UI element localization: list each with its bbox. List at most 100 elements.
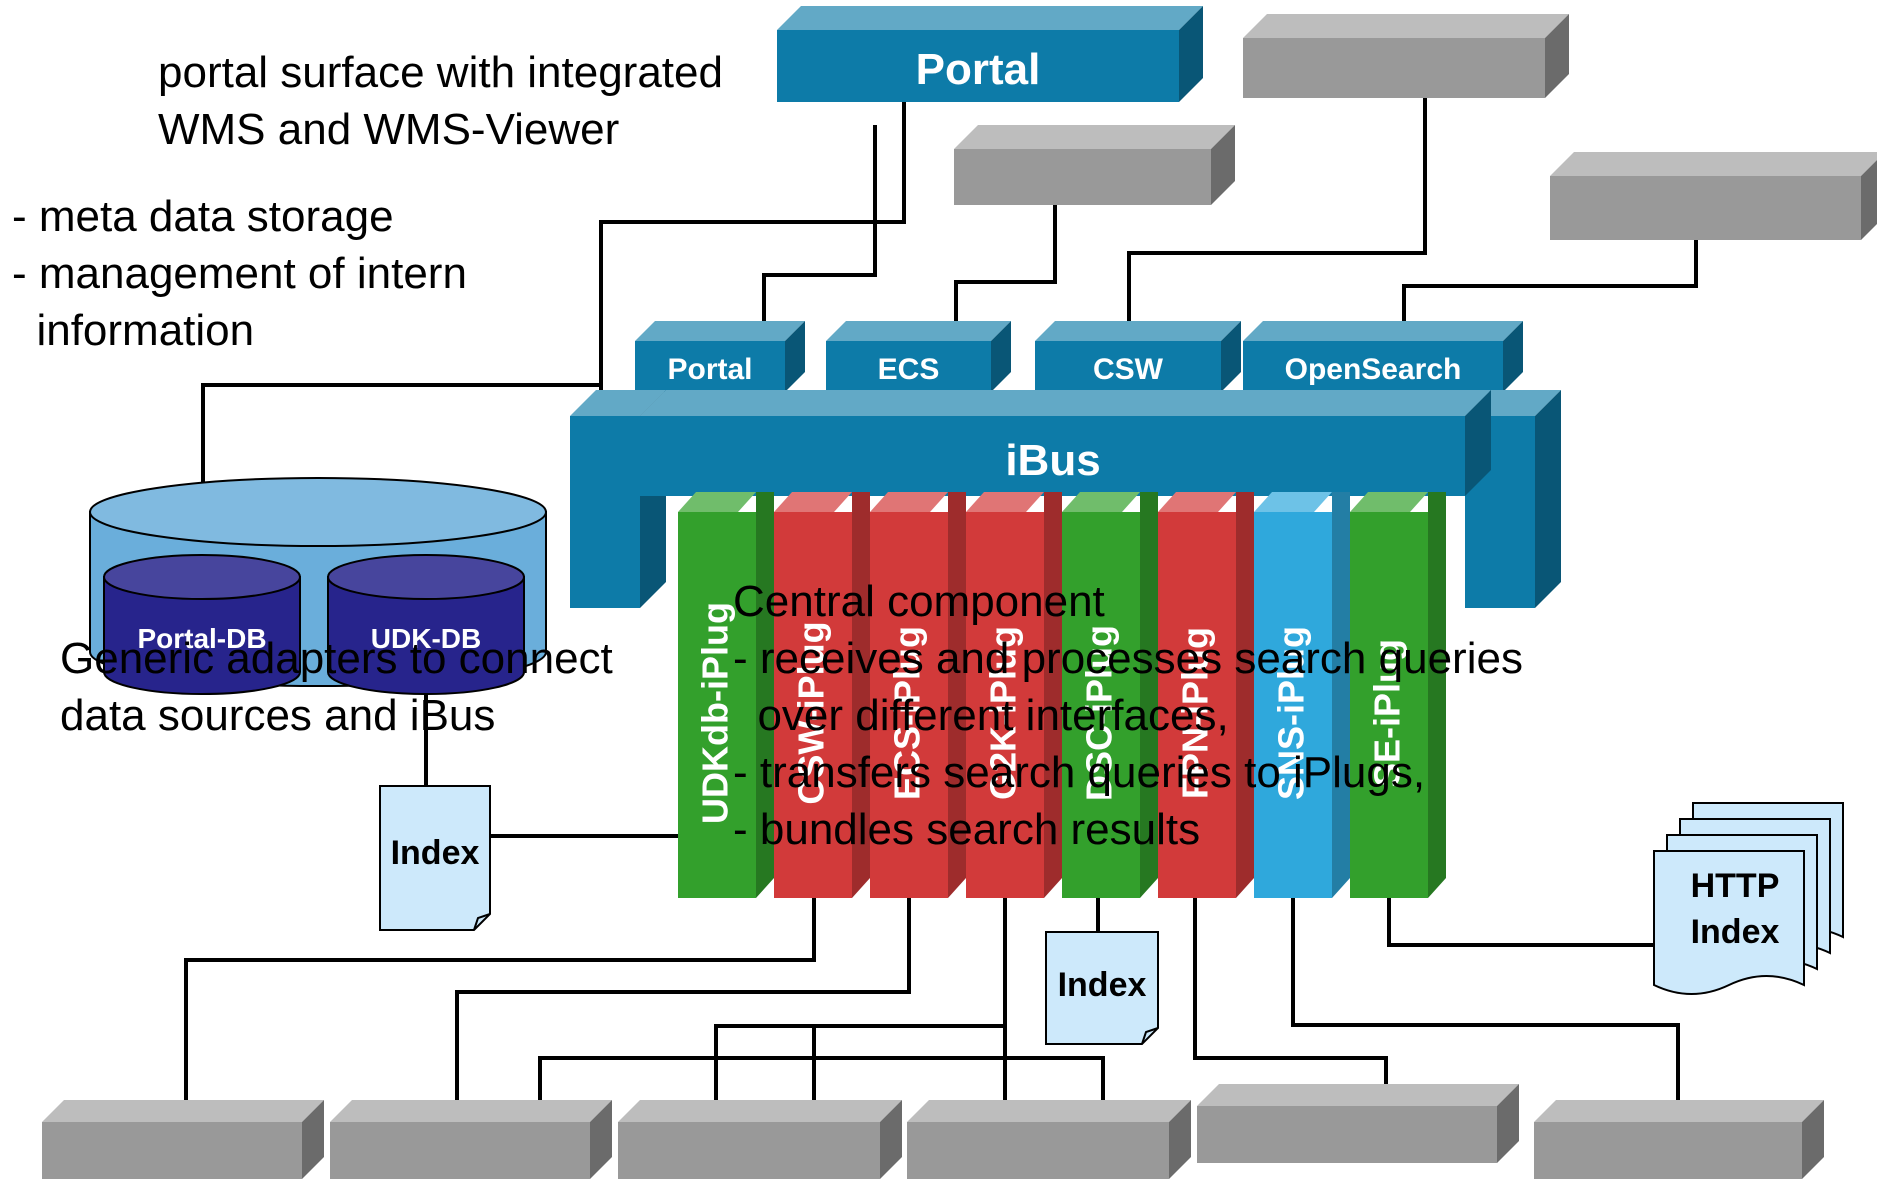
index-documents [379,785,1844,1045]
database-cylinder [103,554,301,695]
index-label: Index [1058,966,1147,1004]
iplug-column [678,492,774,898]
connector-line [762,125,877,341]
iplug-column [966,492,1062,898]
interface-box-side-face [1503,321,1523,392]
connector-line [714,1024,1005,1122]
external-system-box-top-face [1534,1100,1824,1122]
external-system-box [42,1100,324,1179]
portal-top-label: Portal [916,45,1041,94]
database-cylinder-body [103,576,301,695]
external-system-box [1197,1084,1519,1163]
ibus-bar-front-face [640,416,1465,496]
database-cylinder-body [327,576,525,695]
external-system-box-front-face [1534,1122,1802,1179]
index-document [379,785,491,931]
interface-box [1243,321,1523,392]
external-system-box [1243,14,1569,98]
database-container-top [89,477,547,547]
index-document-page [379,785,491,931]
ibus-label: iBus [1005,436,1100,485]
ibus-left-leg-front-face [570,416,640,608]
annotation-line: portal surface with integrated [158,48,723,97]
external-system-box-side-face [302,1100,324,1179]
database-cylinder-top [103,554,301,600]
annotation-line: - bundles search results [733,805,1201,854]
connector-line [599,72,906,392]
iplug-front-face [870,512,948,898]
iplug-column [1350,492,1446,898]
iplug-front-face [966,512,1044,898]
database-label: UDK-DB [371,623,481,654]
external-system-box [1534,1100,1824,1179]
external-system-box-side-face [1861,160,1877,240]
external-system-box-top-face [618,1100,902,1122]
interface-label: Portal [667,353,752,386]
external-system-box-front-face [1197,1106,1497,1163]
external-system-box [907,1100,1191,1179]
iplug-top-face [966,492,1044,512]
external-system-box [618,1100,902,1179]
http-index-label: HTTP [1691,867,1780,905]
annotation-meta-storage: - meta data storage - management of inte… [12,188,467,359]
index-document [1045,931,1159,1045]
annotation-line: - receives and processes search queries [733,634,1523,683]
annotation-generic-adapters: Generic adapters to connect data sources… [60,630,613,744]
index-document-page [1045,931,1159,1045]
iplug-label: FPN-iPlug [1175,627,1216,799]
interface-box [635,321,805,392]
portal-top-box [777,6,1203,102]
http-index-label: Index [1691,913,1780,951]
index-document-fold [1141,1027,1159,1045]
annotation-line: Generic adapters to connect [60,634,613,683]
interface-box [826,321,1011,392]
database-label: Portal-DB [137,623,266,654]
iplug-label: CSW-iPlug [791,621,832,804]
external-system-box [954,125,1235,205]
annotation-line: Central component [733,577,1105,626]
iplug-column [1254,492,1350,898]
ibus-left-leg-top-face [570,390,666,416]
annotation-line: information [12,306,255,355]
external-system-box-side-face [1211,125,1235,205]
ibus-right-leg-side-face [1535,390,1561,608]
interface-box-front-face [1243,341,1503,392]
annotation-line: - transfers search queries to iPlugs, [733,748,1426,797]
iplug-top-face [678,492,756,512]
external-system-box-top-face [330,1100,612,1122]
connector-line [184,898,816,1122]
iplug-column [774,492,870,898]
external-system-box-side-face [880,1100,902,1179]
external-system-box-front-face [618,1122,880,1179]
iplug-top-face [1350,492,1428,512]
interface-box-top-face [635,321,805,341]
external-system-box-side-face [590,1100,612,1179]
annotation-line: over different interfaces, [733,691,1229,740]
iplug-label: SE-iPlug [1367,639,1408,787]
interface-label: OpenSearch [1285,353,1462,386]
iplug-top-face [774,492,852,512]
interface-label: ECS [878,353,940,386]
external-system-box-side-face [1497,1084,1519,1163]
connector-line [1402,240,1698,341]
external-system-box [1550,152,1877,240]
portal-top-box-side-face [1179,6,1203,102]
iplug-side-face [852,492,870,898]
external-system-box-top-face [1243,14,1569,38]
iplug-side-face [1140,492,1158,898]
interface-box-top-face [1035,321,1241,341]
external-system-box-side-face [1545,14,1569,98]
annotation-line: - meta data storage [12,192,394,241]
interface-box-top-face [826,321,1011,341]
iplug-label: UDKdb-iPlug [695,602,736,824]
interface-box-front-face [635,341,785,392]
external-system-box [330,1100,612,1179]
component-boxes [42,6,1877,1179]
ibus-bar-side-face [1465,390,1491,496]
external-system-box-top-face [42,1100,324,1122]
iplug-front-face [774,512,852,898]
external-system-box-front-face [1550,176,1861,240]
external-system-box-top-face [954,125,1235,149]
